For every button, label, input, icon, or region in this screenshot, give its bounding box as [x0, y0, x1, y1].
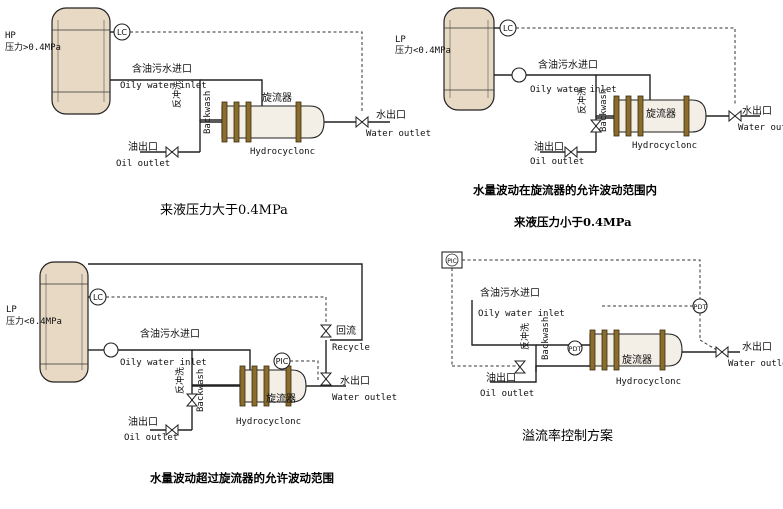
oil-outlet-label-en: Oil outlet [116, 159, 170, 169]
water-outlet-label-cn: 水出口 [742, 104, 772, 117]
backwash-label-en: Backwash [541, 317, 551, 360]
diagram-split-ratio: PIC PDT 含油污水进口 Oily water inlet 反冲洗 Back… [441, 251, 783, 444]
backwash-label-en: Backwash [196, 369, 206, 412]
oil-outlet-valve[interactable] [513, 360, 527, 368]
lc-label: LC [117, 28, 127, 37]
pump[interactable] [103, 342, 119, 358]
diagram-caption: 溢流率控制方案 [522, 428, 613, 444]
oil-outlet-label-cn: 油出口 [486, 371, 516, 384]
oily-water-inlet-pipe [110, 79, 222, 121]
diagram-caption-line2: 来液压力小于0.4MPa [513, 215, 632, 229]
water-outlet-valve[interactable] [728, 109, 736, 123]
inlet-label-cn: 含油污水进口 [538, 58, 598, 71]
water-outlet-valve[interactable] [355, 115, 363, 129]
backwash-label-en: Backwash [599, 89, 609, 132]
recycle-label-cn: 回流 [336, 324, 356, 337]
hydrocyclone-label-cn: 旋流器 [262, 91, 292, 104]
separator-vessel [51, 7, 111, 115]
water-outlet-label-cn: 水出口 [742, 340, 772, 353]
oil-outlet-valve[interactable] [564, 145, 572, 159]
backwash-label-en: Backwash [203, 91, 213, 134]
water-outlet-valve[interactable] [319, 372, 333, 380]
recycle-valve[interactable] [319, 324, 333, 332]
diagram-caption-line1: 水量波动在旋流器的允许波动范围内 [473, 183, 657, 197]
water-outlet-valve[interactable] [715, 345, 723, 359]
pdt-left-label: PDT [569, 345, 582, 353]
oil-outlet-label-en: Oil outlet [530, 157, 584, 167]
vessel-pressure-label: LP [6, 305, 17, 315]
water-outlet-label-en: Water outlet [738, 123, 783, 133]
pump[interactable] [511, 67, 527, 83]
hydrocyclone-label-en: Hydrocyclonc [236, 417, 301, 427]
inlet-label-en: Oily water inlet [120, 81, 207, 91]
hydrocyclone-label-cn: 旋流器 [266, 392, 296, 405]
oily-water-inlet-pipe [526, 74, 614, 117]
oily-water-inlet-pipe [118, 349, 240, 386]
lc-signal-line [516, 27, 736, 106]
lc-label: LC [503, 24, 513, 33]
backwash-label-cn: 反冲洗 [171, 81, 183, 108]
oil-outlet-pipe [490, 365, 590, 383]
water-outlet-label-cn: 水出口 [376, 108, 406, 121]
oil-outlet-label-en: Oil outlet [480, 389, 534, 399]
oil-outlet-pipe [150, 385, 240, 431]
oil-outlet-valve[interactable] [165, 145, 173, 159]
inlet-label-en: Oily water inlet [478, 309, 565, 319]
oil-outlet-label-cn: 油出口 [534, 140, 564, 153]
oil-outlet-label-cn: 油出口 [128, 415, 158, 428]
diagram-recycle: LP 压力<0.4MPa LC 回流 Recycle 含油污水进口 Oily w… [6, 261, 397, 485]
hydrocyclone-label-cn: 旋流器 [646, 107, 676, 120]
inlet-label-cn: 含油污水进口 [132, 62, 192, 75]
recycle-label-en: Recycle [332, 343, 370, 353]
water-outlet-label-cn: 水出口 [340, 374, 370, 387]
recycle-pipe [88, 263, 363, 341]
vessel-pressure-value: 压力<0.4MPa [395, 44, 451, 56]
hydrocyclone-label-en: Hydrocyclonc [250, 147, 315, 157]
diagram-hp: HP 压力>0.4MPa LC 含油污水进口 Oily water inlet … [5, 7, 431, 218]
separator-vessel [443, 7, 495, 111]
inlet-label-cn: 含油污水进口 [140, 327, 200, 340]
pdt-top-label: PDT [694, 303, 707, 311]
vessel-pressure-value: 压力<0.4MPa [6, 315, 62, 327]
hydrocyclone-label-cn: 旋流器 [622, 353, 652, 366]
lc-label: LC [93, 293, 103, 302]
water-outlet-label-en: Water outlet [728, 359, 783, 369]
oil-outlet-label-cn: 油出口 [128, 140, 158, 153]
water-outlet-label-en: Water outlet [366, 129, 431, 139]
diagram-caption: 水量波动超过旋流器的允许波动范围 [150, 471, 334, 485]
pic-label: PIC [447, 258, 457, 265]
hydrocyclone-label-en: Hydrocyclonc [616, 377, 681, 387]
backwash-label-cn: 反冲洗 [174, 367, 186, 394]
diagram-caption: 来液压力大于0.4MPa [160, 203, 288, 218]
backwash-label-cn: 反冲洗 [576, 87, 588, 114]
vessel-pressure-label: HP [5, 31, 16, 41]
separator-vessel [39, 261, 89, 383]
water-outlet-label-en: Water outlet [332, 393, 397, 403]
pdt-instrument-left[interactable] [567, 340, 583, 356]
oil-outlet-label-en: Oil outlet [124, 433, 178, 443]
backwash-label-cn: 反冲洗 [519, 323, 531, 350]
inlet-label-cn: 含油污水进口 [480, 286, 540, 299]
inlet-label-en: Oily water inlet [120, 358, 207, 368]
lc-signal-line [130, 31, 363, 112]
hydrocyclone[interactable] [221, 101, 325, 143]
hydrocyclone[interactable] [589, 329, 683, 371]
vessel-pressure-label: LP [395, 35, 406, 45]
inlet-label-en: Oily water inlet [530, 85, 617, 95]
vessel-pressure-value: 压力>0.4MPa [5, 41, 61, 53]
pic-label: PIC [276, 357, 289, 366]
hydrocyclone-label-en: Hydrocyclonc [632, 141, 697, 151]
diagram-lp: LP 压力<0.4MPa LC 含油污水进口 Oily water inlet … [395, 7, 783, 229]
oily-water-inlet-pipe [471, 300, 537, 372]
oil-outlet-valve[interactable] [165, 423, 173, 437]
hydrocyclone[interactable] [239, 365, 307, 407]
lc-signal-line [106, 296, 327, 322]
